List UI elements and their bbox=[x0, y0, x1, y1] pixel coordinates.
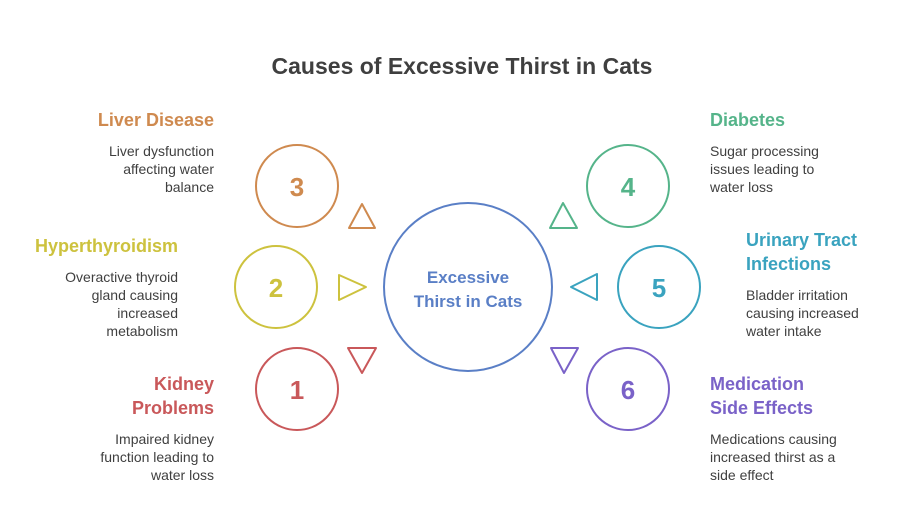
center-circle bbox=[383, 202, 553, 372]
cause-1-description: Impaired kidney function leading to wate… bbox=[100, 431, 214, 483]
diagram-title: Causes of Excessive Thirst in Cats bbox=[271, 53, 653, 79]
cause-2-title: Hyperthyroidism bbox=[34, 236, 178, 256]
cause-1-circle bbox=[255, 347, 339, 431]
cause-6-description: Medications causing increased thirst as … bbox=[710, 431, 837, 483]
cause-3-title: Liver Disease bbox=[97, 110, 214, 130]
cause-6-block: Medication Side Effects Medications caus… bbox=[710, 372, 837, 484]
cause-2-circle bbox=[234, 245, 318, 329]
cause-1-number: 1 bbox=[290, 375, 304, 405]
cause-4-arrow bbox=[549, 202, 578, 229]
cause-3-circle bbox=[255, 144, 339, 228]
cause-5-block: Urinary Tract Infections Bladder irritat… bbox=[746, 228, 859, 340]
cause-5-number: 5 bbox=[652, 273, 666, 303]
center-label-line2: Thirst in Cats bbox=[414, 292, 523, 311]
cause-1-arrow bbox=[347, 347, 377, 374]
cause-6-title: Medication Side Effects bbox=[710, 374, 814, 418]
cause-2-description: Overactive thyroid gland causing increas… bbox=[65, 269, 178, 339]
cause-5-arrow bbox=[570, 273, 598, 301]
cause-2-number: 2 bbox=[269, 273, 283, 303]
cause-5-description: Bladder irritation causing increased wat… bbox=[746, 287, 859, 339]
cause-4-block: Diabetes Sugar processing issues leading… bbox=[710, 108, 819, 196]
center-label-line1: Excessive bbox=[427, 268, 509, 287]
cause-2-block: Hyperthyroidism Overactive thyroid gland… bbox=[35, 234, 178, 340]
cause-5-title: Urinary Tract Infections bbox=[746, 230, 858, 274]
cause-4-number: 4 bbox=[621, 172, 636, 202]
cause-6-number: 6 bbox=[621, 375, 635, 405]
cause-4-circle bbox=[586, 144, 670, 228]
cause-3-block: Liver Disease Liver dysfunction affectin… bbox=[98, 108, 214, 196]
cause-3-arrow bbox=[348, 203, 376, 229]
cause-3-description: Liver dysfunction affecting water balanc… bbox=[108, 143, 214, 195]
cause-3-number: 3 bbox=[290, 172, 304, 202]
cause-6-arrow bbox=[550, 347, 579, 374]
cause-6-circle bbox=[586, 347, 670, 431]
cause-1-block: Kidney Problems Impaired kidney function… bbox=[100, 372, 214, 484]
cause-5-circle bbox=[617, 245, 701, 329]
cause-2-arrow bbox=[338, 274, 367, 301]
cause-4-title: Diabetes bbox=[710, 110, 786, 130]
cause-4-description: Sugar processing issues leading to water… bbox=[710, 143, 819, 195]
cause-1-title: Kidney Problems bbox=[131, 374, 214, 418]
